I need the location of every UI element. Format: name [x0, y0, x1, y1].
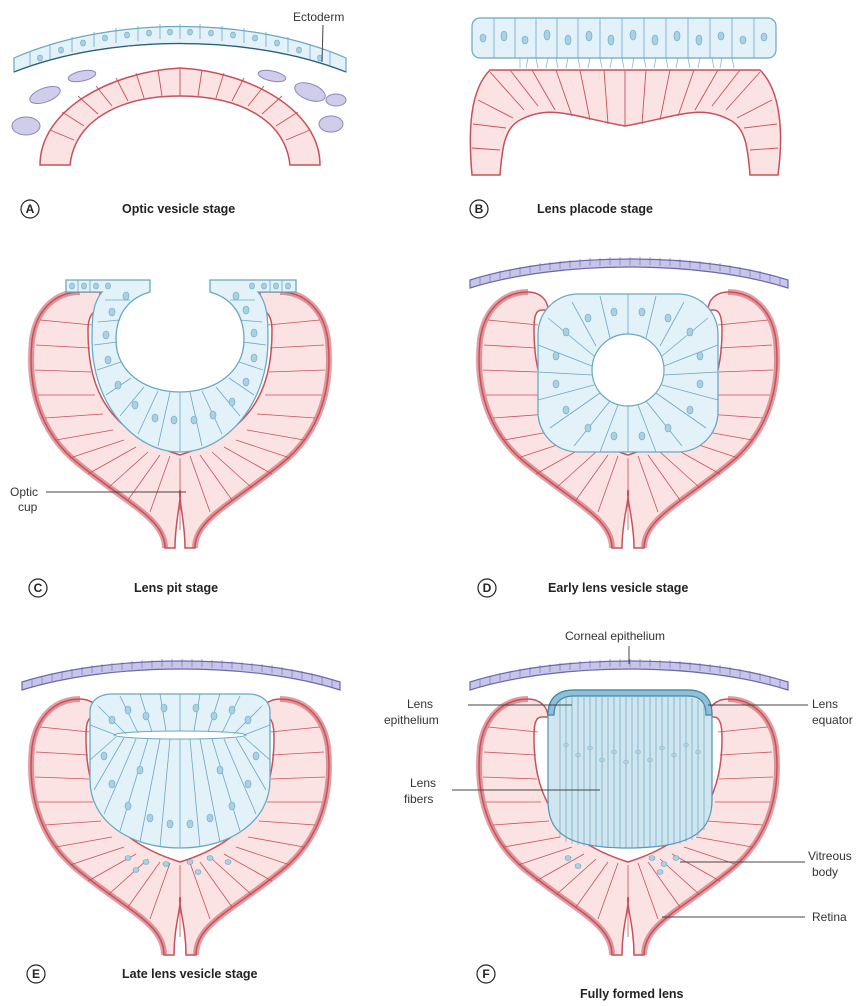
panel-title: Late lens vesicle stage: [122, 967, 258, 981]
vitreous-body-label-line2: body: [812, 865, 838, 879]
lens-equator-label-line2: equator: [812, 713, 853, 727]
lens-placode: [472, 18, 776, 58]
mesenchyme-cell: [257, 68, 286, 84]
lens-vesicle-lumen: [114, 731, 246, 739]
panel-letter: A: [26, 202, 35, 216]
retina-label: Retina: [812, 910, 847, 924]
panel-c-diagram: Optic cup: [10, 280, 329, 548]
lens-vesicle-lumen: [592, 334, 664, 406]
mesenchyme-cell: [12, 117, 40, 135]
panel-title: Lens placode stage: [537, 202, 653, 216]
mesenchyme-cell: [28, 83, 63, 107]
panel-letter: C: [34, 581, 43, 595]
panel-d-diagram: [470, 257, 788, 548]
vitreous-body-label-line1: Vitreous: [808, 849, 852, 863]
panel-a-diagram: Ectoderm: [12, 10, 346, 165]
panel-title: Optic vesicle stage: [122, 202, 235, 216]
panel-e-diagram: [22, 659, 340, 955]
panel-letter: F: [482, 967, 489, 981]
lens-fibers-label-line2: fibers: [404, 792, 433, 806]
panel-title: Early lens vesicle stage: [548, 581, 688, 595]
mesenchyme-cell: [67, 68, 96, 84]
mesenchyme-cell: [326, 94, 346, 106]
mesenchyme-cell: [319, 116, 343, 132]
corneal-epithelium-label: Corneal epithelium: [565, 629, 665, 643]
ectoderm-label: Ectoderm: [293, 10, 344, 24]
panel-title: Fully formed lens: [580, 987, 684, 1001]
mesenchyme-cell: [292, 79, 328, 105]
caption-f: F Fully formed lens: [477, 965, 684, 1001]
lens-fibers-label-line1: Lens: [410, 776, 436, 790]
lens-epithelium-label-line2: epithelium: [384, 713, 439, 727]
optic-cup-label-line1: Optic: [10, 485, 38, 499]
lens-body: [548, 690, 712, 848]
caption-c: C Lens pit stage: [29, 579, 218, 597]
optic-cup-label-line2: cup: [18, 500, 38, 514]
panel-letter: D: [483, 581, 492, 595]
panel-b-diagram: [470, 18, 780, 175]
lens-epithelium-label-line1: Lens: [407, 697, 433, 711]
caption-b: B Lens placode stage: [470, 200, 653, 218]
panel-letter: E: [32, 967, 40, 981]
panel-f-diagram: Corneal epithelium Lens epithelium Lens …: [384, 629, 853, 955]
caption-e: E Late lens vesicle stage: [27, 965, 258, 983]
panel-letter: B: [475, 202, 484, 216]
placode-contact-fibers: [520, 58, 734, 68]
caption-a: A Optic vesicle stage: [21, 200, 235, 218]
caption-d: D Early lens vesicle stage: [478, 579, 688, 597]
panel-title: Lens pit stage: [134, 581, 218, 595]
lens-equator-label-line1: Lens: [812, 697, 838, 711]
